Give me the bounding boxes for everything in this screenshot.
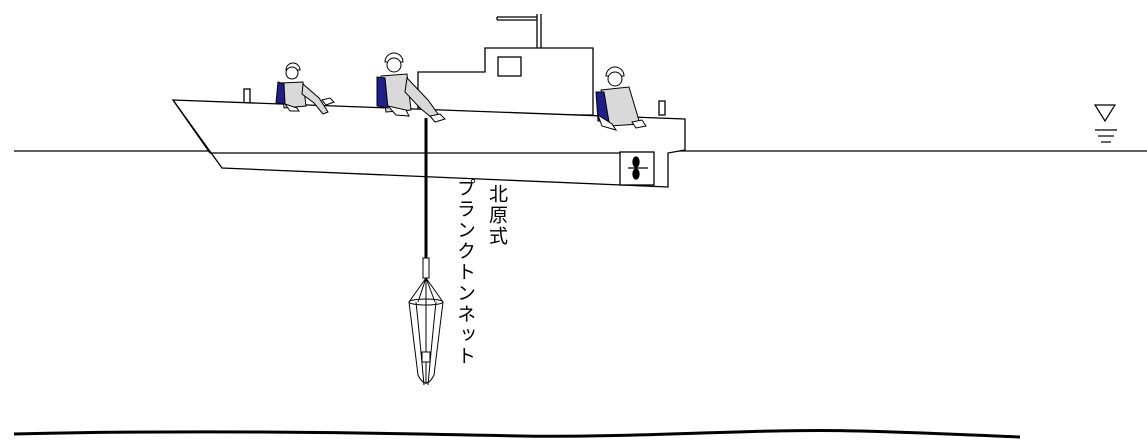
- hull-waterline: [172, 99, 640, 154]
- worker-center: [376, 52, 446, 123]
- cabin-window: [497, 56, 522, 77]
- net-name-label-line2: プランクトンネット: [454, 178, 476, 367]
- worker-icon: [275, 52, 647, 131]
- bollard-left: [243, 88, 251, 104]
- seabed-line: [13, 428, 1021, 439]
- plankton-net: [408, 257, 444, 386]
- boat-hull: [171, 99, 686, 188]
- survey-boat: [171, 14, 686, 188]
- worker-left: [275, 62, 335, 115]
- worker-right: [595, 66, 647, 131]
- radar-mast-icon: [496, 14, 542, 48]
- net-name-label-line1: 北原式: [486, 184, 508, 247]
- water-surface-symbol-icon: [1093, 104, 1117, 143]
- bollard-right: [658, 100, 666, 116]
- propeller-icon: [628, 156, 648, 180]
